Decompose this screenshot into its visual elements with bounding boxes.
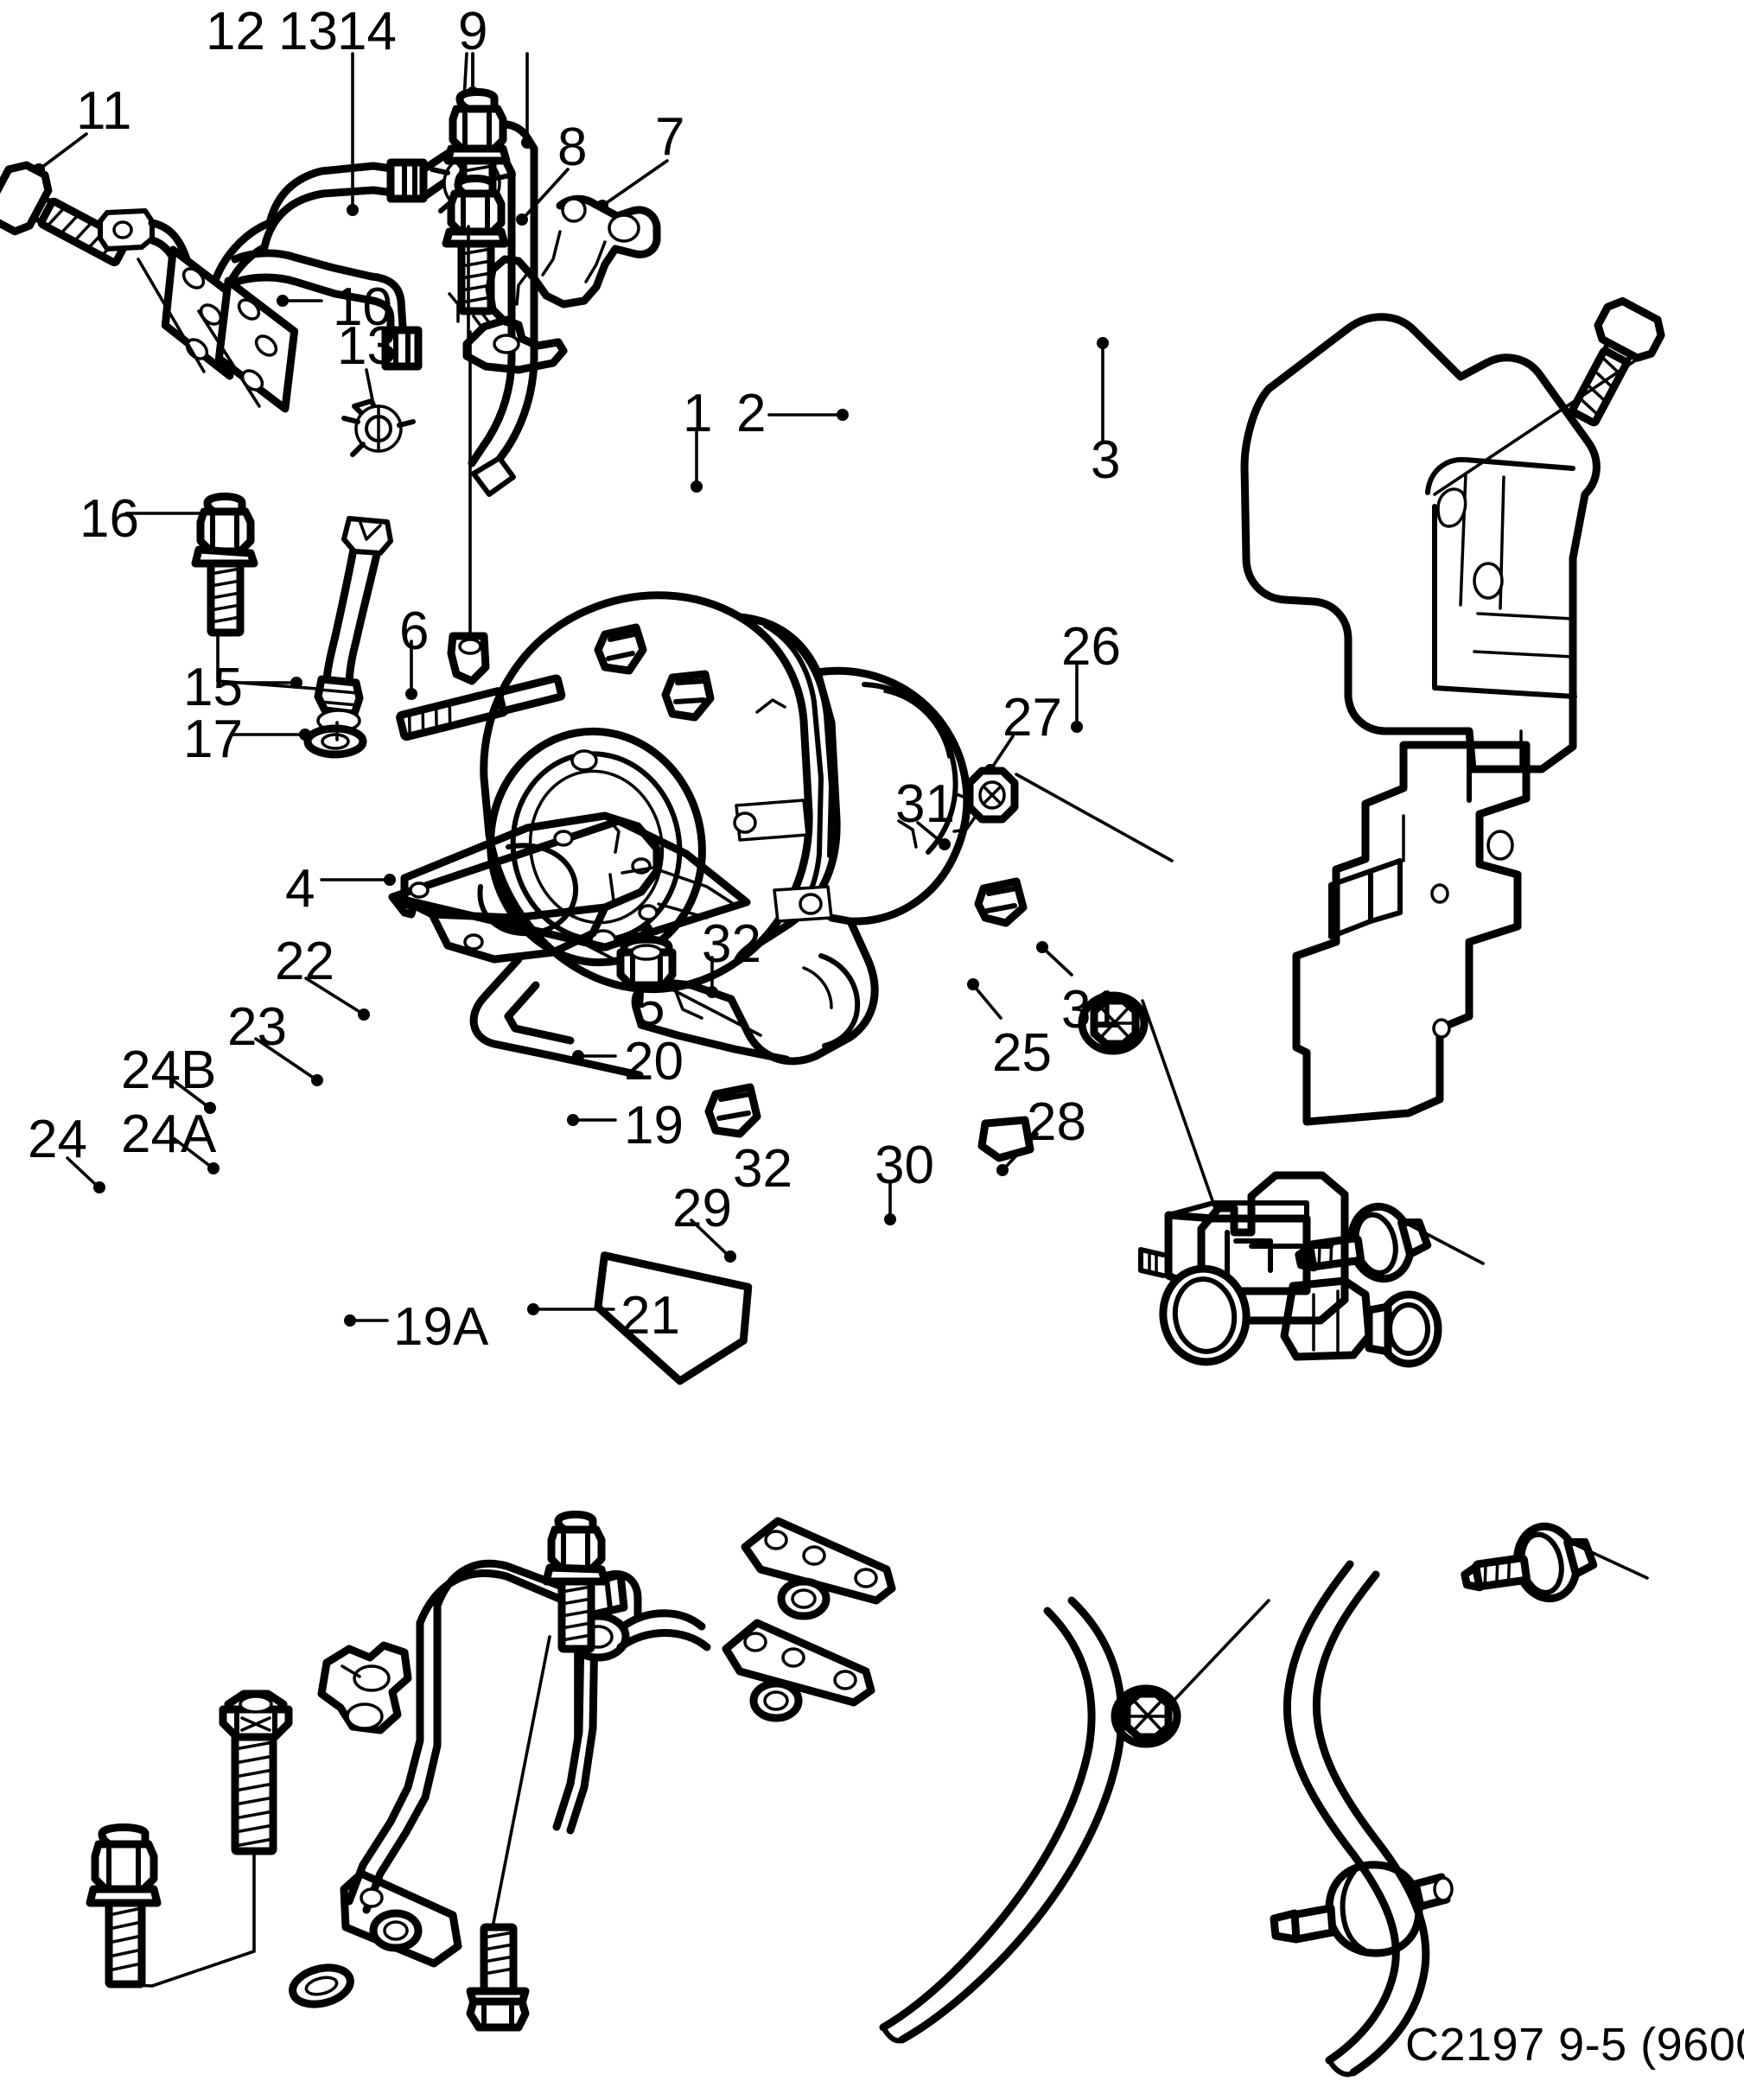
callout-29: 29 bbox=[672, 1179, 732, 1238]
turbo-bolt-c bbox=[704, 1083, 761, 1138]
callout-19: 19 bbox=[624, 1096, 684, 1155]
callout-15: 15 bbox=[183, 658, 243, 717]
part-30-check-valve bbox=[1270, 1861, 1454, 1957]
callout-16: 16 bbox=[80, 489, 139, 549]
part-24-hex-flange-bolt bbox=[86, 1823, 162, 1989]
callout-4: 4 bbox=[285, 859, 315, 919]
part-21-hex-flange-bolt bbox=[466, 1923, 530, 2032]
callout-12: 12 bbox=[206, 2, 265, 61]
callout-7: 7 bbox=[655, 107, 685, 167]
callout-2: 2 bbox=[736, 384, 767, 443]
part-17-sealing-washer bbox=[303, 724, 367, 759]
callout-5: 5 bbox=[635, 977, 665, 1037]
part-32-flange-nut-lower bbox=[1111, 1684, 1181, 1748]
part-20-clamp-strap-lower bbox=[722, 1619, 875, 1722]
callout-28: 28 bbox=[1027, 1092, 1086, 1152]
callout-32-upper: 32 bbox=[702, 914, 761, 974]
part-20-clamp-strap-upper bbox=[741, 1517, 896, 1620]
turbo-bolt-a bbox=[594, 623, 647, 675]
callout-23: 23 bbox=[227, 997, 287, 1057]
callout-32-lower: 32 bbox=[733, 1139, 792, 1199]
part-1-turbocharger bbox=[469, 591, 1034, 1162]
part-25-solenoid-valve bbox=[1138, 1171, 1442, 1368]
part-4-exhaust-gasket-plate bbox=[388, 811, 753, 1385]
callout-13-upper: 13 bbox=[278, 2, 338, 61]
turbo-tab-a bbox=[977, 1116, 1034, 1162]
callout-31-upper: 31 bbox=[895, 774, 955, 834]
callout-24b: 24B bbox=[121, 1040, 217, 1100]
part-26-mounting-bracket bbox=[1292, 741, 1531, 1126]
callout-31-lower: 31 bbox=[1061, 980, 1121, 1040]
part-2-heat-shield bbox=[1240, 313, 1601, 773]
callout-25: 25 bbox=[992, 1023, 1052, 1083]
callout-8: 8 bbox=[557, 118, 588, 177]
part-3-heat-shield-bolt bbox=[1569, 296, 1665, 427]
part-8-bracket-bolt bbox=[442, 175, 509, 315]
part-13-hose-clamp-lower bbox=[341, 398, 416, 457]
callout-24a: 24A bbox=[121, 1104, 217, 1164]
callout-24: 24 bbox=[28, 1110, 87, 1169]
part-23-oil-line-bracket bbox=[317, 1641, 412, 1734]
drawing-code: C2197 9-5 (9600) bbox=[1405, 2019, 1744, 2071]
part-19a-o-ring bbox=[289, 1963, 354, 2008]
callout-30: 30 bbox=[875, 1136, 934, 1195]
part-28-vacuum-hose bbox=[1283, 1560, 1430, 2078]
part-10-gasket-b bbox=[214, 277, 299, 413]
callout-13-lower: 13 bbox=[337, 316, 397, 376]
callout-21: 21 bbox=[621, 1286, 680, 1346]
callout-20: 20 bbox=[624, 1032, 684, 1091]
part-29-vacuum-hose bbox=[879, 1596, 1126, 2044]
callout-9: 9 bbox=[458, 2, 488, 61]
part-7-support-bracket bbox=[448, 194, 661, 374]
callout-6: 6 bbox=[399, 601, 430, 661]
callout-19a: 19A bbox=[393, 1297, 489, 1357]
part-15-banjo-fitting bbox=[314, 516, 393, 733]
callout-22: 22 bbox=[275, 932, 334, 991]
part-24b-flange-nut bbox=[219, 1690, 293, 1741]
part-27-nut bbox=[965, 767, 1019, 824]
turbo-mount-tab bbox=[447, 632, 490, 685]
part-16-hex-flange-bolt bbox=[191, 493, 258, 637]
turbo-bolt-b bbox=[661, 670, 715, 722]
part-24a-stud bbox=[231, 1733, 277, 1855]
part-5-flange-nut bbox=[616, 935, 677, 990]
callout-11: 11 bbox=[76, 81, 132, 141]
callout-27: 27 bbox=[1002, 688, 1062, 748]
callout-17: 17 bbox=[183, 710, 243, 769]
callout-14: 14 bbox=[337, 2, 397, 61]
part-31-rubber-grommet-mount-lower bbox=[1461, 1522, 1598, 1603]
callout-1: 1 bbox=[683, 384, 713, 443]
part-32-flange-nut-upper bbox=[1078, 991, 1149, 1055]
part-6-stud bbox=[396, 674, 566, 741]
callout-10: 10 bbox=[333, 277, 392, 337]
callout-3: 3 bbox=[1091, 430, 1121, 490]
callout-26: 26 bbox=[1061, 617, 1121, 677]
